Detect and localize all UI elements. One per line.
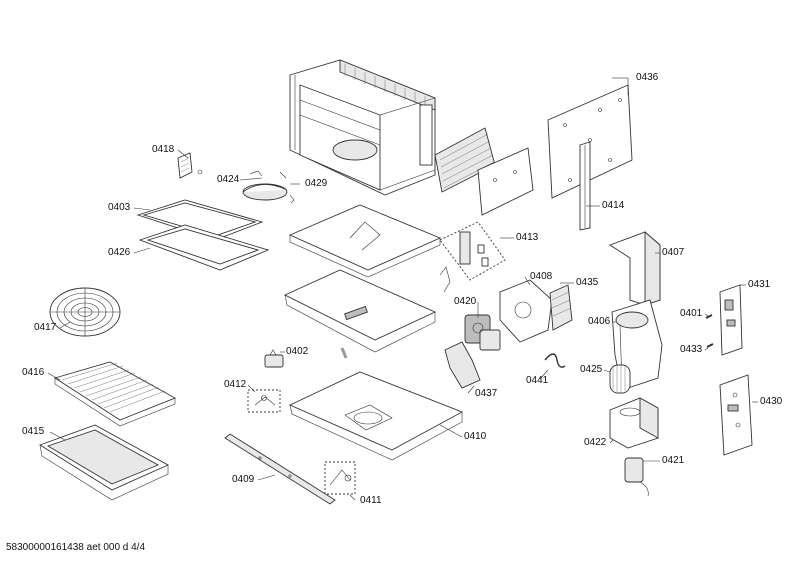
control-board-drawing <box>719 284 743 356</box>
diagram-reference-footer: 58300000161438 aet 000 d 4/4 <box>6 542 146 553</box>
wire-rack-drawing <box>53 361 177 427</box>
part-label-0431: 0431 <box>748 279 771 290</box>
base-panel-drawing <box>288 371 464 461</box>
fan-wheel-drawing <box>609 364 631 394</box>
part-label-0429: 0429 <box>305 178 328 189</box>
cable-drawing <box>544 353 566 368</box>
part-label-0414: 0414 <box>602 200 625 211</box>
part-label-0412: 0412 <box>224 379 247 390</box>
vertical-bracket-drawing <box>579 141 591 231</box>
part-label-0418: 0418 <box>152 144 175 155</box>
part-label-0410: 0410 <box>464 431 487 442</box>
top-cover-panel-drawing <box>288 204 442 278</box>
louvred-grille-drawing <box>549 284 573 331</box>
part-label-0406: 0406 <box>588 316 611 327</box>
part-label-0433: 0433 <box>680 344 703 355</box>
part-label-0413: 0413 <box>516 232 539 243</box>
circular-grille-drawing <box>49 287 121 337</box>
part-label-0407: 0407 <box>662 247 685 258</box>
tray-panel-drawing <box>283 269 437 353</box>
rear-panel-drawing <box>547 84 633 199</box>
part-label-0403: 0403 <box>108 202 131 213</box>
part-label-0416: 0416 <box>22 367 45 378</box>
part-label-0441: 0441 <box>526 375 549 386</box>
small-plate-drawing <box>177 152 193 179</box>
capacitor-drawing <box>624 457 649 497</box>
hinge-bracket-drawing <box>247 389 281 413</box>
part-label-0415: 0415 <box>22 426 45 437</box>
part-label-0402: 0402 <box>286 346 309 357</box>
part-label-0430: 0430 <box>760 396 783 407</box>
small-bracket-drawing <box>324 461 356 495</box>
part-label-0401: 0401 <box>680 308 703 319</box>
lamp-housing-drawing <box>242 170 295 204</box>
part-label-0421: 0421 <box>662 455 685 466</box>
part-label-0435: 0435 <box>576 277 599 288</box>
part-label-0420: 0420 <box>454 296 477 307</box>
part-label-0425: 0425 <box>580 364 603 375</box>
part-label-0424: 0424 <box>217 174 240 185</box>
part-label-0437: 0437 <box>475 388 498 399</box>
part-label-0422: 0422 <box>584 437 607 448</box>
door-rail-drawing <box>224 433 336 505</box>
part-label-0426: 0426 <box>108 247 131 258</box>
power-module-drawing <box>719 374 753 456</box>
part-label-0409: 0409 <box>232 474 255 485</box>
drive-motor-drawing <box>464 314 501 351</box>
part-label-0417: 0417 <box>34 322 57 333</box>
fan-housing-drawing <box>499 279 553 343</box>
seal-frame-drawing <box>138 224 270 271</box>
small-motor-drawing <box>264 349 284 368</box>
part-label-0436: 0436 <box>636 72 659 83</box>
fan-base-drawing <box>609 397 659 449</box>
leader-lines <box>47 77 758 501</box>
part-label-0411: 0411 <box>360 495 382 506</box>
part-label-0408: 0408 <box>530 271 553 282</box>
baking-tray-drawing <box>38 424 170 501</box>
latch-bracket-set-drawing <box>439 221 506 293</box>
oven-cavity-drawing <box>289 59 436 196</box>
air-duct-drawing <box>609 231 661 306</box>
back-plate-drawing <box>477 147 534 216</box>
curved-plate-drawing <box>444 341 481 389</box>
